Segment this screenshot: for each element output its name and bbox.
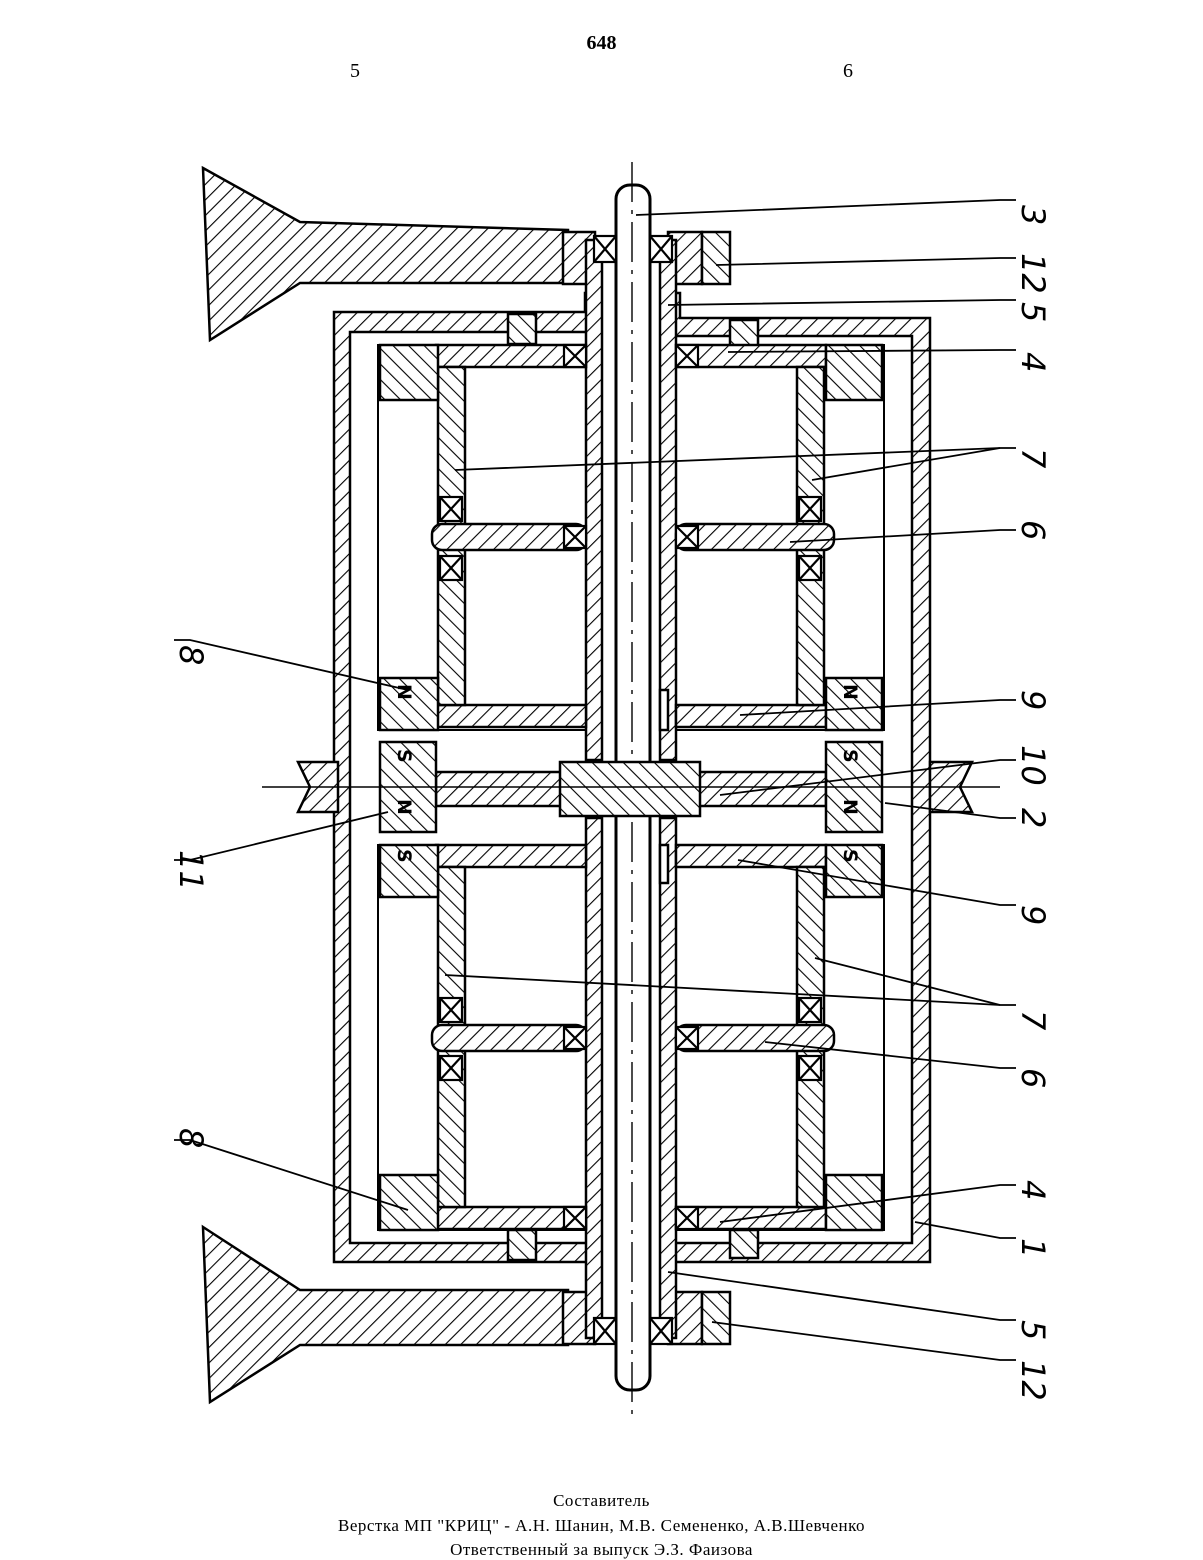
- bearing: [650, 1318, 672, 1344]
- callout-2: 2: [1014, 808, 1052, 828]
- bottom-cap-12: [702, 1292, 730, 1344]
- bearing: [594, 236, 616, 262]
- callout-1: 1: [1014, 1238, 1052, 1258]
- pole-n: N: [393, 684, 415, 700]
- callout-5: 5: [1014, 1320, 1052, 1340]
- footer-compiler: Составитель: [0, 1491, 1203, 1511]
- pole-s: S: [839, 849, 861, 863]
- callout-9: 9: [1014, 905, 1052, 925]
- callout-12: 12: [1014, 1360, 1052, 1401]
- pole-s: S: [839, 749, 861, 763]
- bearing: [799, 1056, 821, 1080]
- bearing: [440, 556, 462, 580]
- callout-3: 3: [1014, 205, 1052, 225]
- bearing: [564, 345, 586, 367]
- top-cap-12: [702, 232, 730, 284]
- callout-6: 6: [1014, 1068, 1052, 1088]
- bearing: [594, 1318, 616, 1344]
- callout-5: 5: [1014, 302, 1052, 322]
- pole-n: N: [839, 684, 861, 700]
- bearing: [799, 998, 821, 1022]
- bearing: [676, 345, 698, 367]
- bearing: [676, 1207, 698, 1229]
- pole-s: S: [393, 849, 415, 863]
- bearing: [799, 556, 821, 580]
- footer-responsible: Ответственный за выпуск Э.З. Фаизова: [0, 1540, 1203, 1560]
- right-labels: 3 12 5 4 7 6 9 10 2 9 7 6 4 1 5 12: [1014, 205, 1052, 1401]
- pole-s: S: [393, 749, 415, 763]
- bearing: [650, 236, 672, 262]
- bearing: [564, 526, 586, 548]
- callout-10: 10: [1014, 745, 1052, 786]
- callout-7: 7: [1014, 1010, 1052, 1031]
- bearing: [440, 497, 462, 521]
- bearing: [440, 1056, 462, 1080]
- bearing: [676, 526, 698, 548]
- callout-9: 9: [1014, 690, 1052, 710]
- footer-layout-credits: Верстка МП "КРИЦ" - А.Н. Шанин, М.В. Сем…: [0, 1516, 1203, 1536]
- bearing: [440, 998, 462, 1022]
- callout-11: 11: [172, 850, 210, 891]
- callout-8: 8: [172, 645, 210, 665]
- bearing: [676, 1027, 698, 1049]
- pole-n: N: [839, 799, 861, 815]
- left-labels: 8 11 8: [172, 645, 210, 1148]
- callout-7: 7: [1014, 448, 1052, 469]
- callout-12: 12: [1014, 253, 1052, 294]
- callout-8: 8: [172, 1128, 210, 1148]
- bearing: [564, 1207, 586, 1229]
- callout-4: 4: [1014, 352, 1052, 372]
- bearing: [799, 497, 821, 521]
- pole-n: N: [393, 799, 415, 815]
- bearing: [564, 1027, 586, 1049]
- callout-6: 6: [1014, 520, 1052, 540]
- callout-4: 4: [1014, 1180, 1052, 1200]
